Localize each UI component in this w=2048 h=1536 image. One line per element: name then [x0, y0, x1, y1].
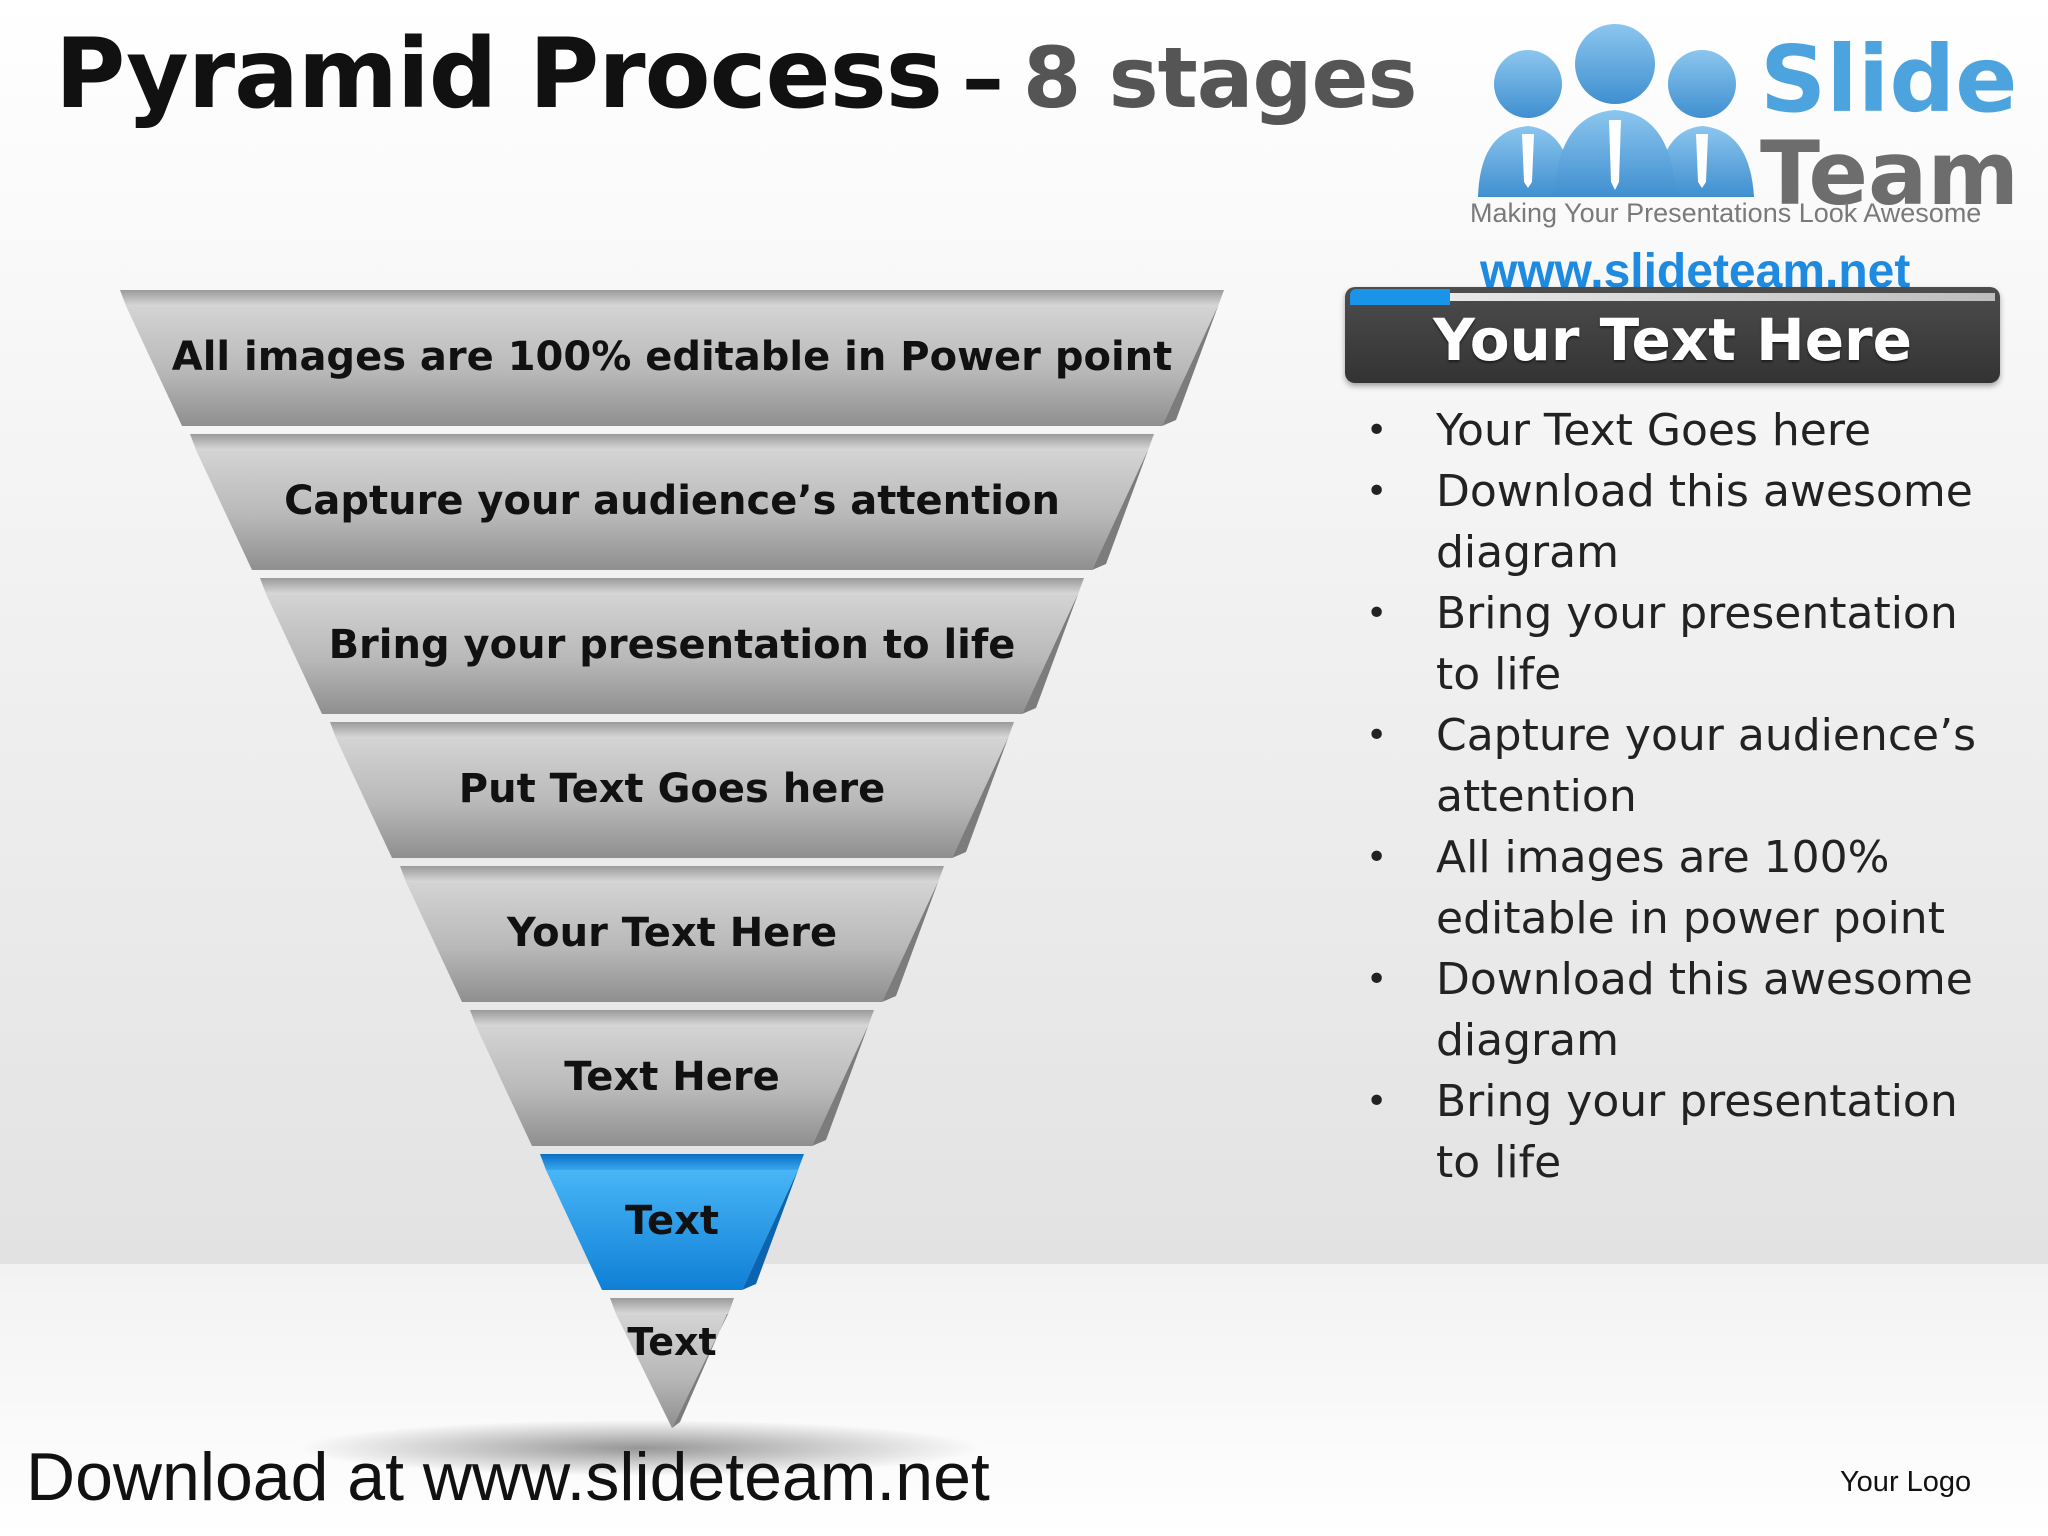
- stage-5: [400, 866, 944, 1002]
- bullet-item: • Bring your presentation to life: [1360, 1071, 2010, 1193]
- stage-top-face: [470, 1010, 874, 1026]
- bullet-item: • Bring your presentation to life: [1360, 583, 2010, 705]
- bullet-item: • Capture your audience’s attention: [1360, 705, 2010, 827]
- logo-name-slide: Slide: [1760, 26, 2018, 133]
- logo-name-team: Team: [1760, 122, 2020, 225]
- stage-4-label: Put Text Goes here: [458, 766, 886, 812]
- stage-front-face: [126, 306, 1218, 426]
- download-footer[interactable]: Download at www.slideteam.net: [26, 1439, 990, 1515]
- bullet-text: Download this awesome diagram: [1436, 466, 1973, 578]
- title-main: Pyramid Process: [55, 18, 943, 130]
- bullet-item: • All images are 100% editable in power p…: [1360, 827, 2010, 949]
- bullet-text: All images are 100% editable in power po…: [1436, 832, 1945, 944]
- bullet-dot-icon: •: [1366, 593, 1388, 634]
- stage-top-face: [120, 290, 1224, 306]
- pyramid-shadow: [300, 1420, 980, 1476]
- stage-3-label: Bring your presentation to life: [328, 622, 1016, 668]
- title-subtitle: 8 stages: [1022, 29, 1418, 127]
- stage-top-face: [610, 1298, 734, 1314]
- stage-7-label: Text: [624, 1198, 720, 1244]
- bullet-dot-icon: •: [1366, 837, 1388, 878]
- stage-5-label: Your Text Here: [506, 910, 838, 956]
- stage-3: [260, 578, 1084, 714]
- stage-top-face: [190, 434, 1154, 450]
- stage-2: [190, 434, 1154, 570]
- stage-top-face: [330, 722, 1014, 738]
- stage-8: [610, 1298, 734, 1428]
- bullet-text: Your Text Goes here: [1436, 405, 1872, 456]
- stage-2-label: Capture your audience’s attention: [284, 478, 1060, 524]
- stage-1-label: All images are 100% editable in Power po…: [171, 334, 1173, 380]
- bullet-dot-icon: •: [1366, 959, 1388, 1000]
- bullet-list: • Your Text Goes here • Download this aweso…: [1360, 400, 2010, 1193]
- bullet-dot-icon: •: [1366, 1081, 1388, 1122]
- bullet-dot-icon: •: [1366, 410, 1388, 451]
- logo-tagline: Making Your Presentations Look Awesome: [1470, 198, 1982, 228]
- bullet-text: Bring your presentation to life: [1436, 588, 1958, 700]
- panel-header-line: [1450, 293, 1995, 301]
- floor-background: [0, 1264, 2048, 1536]
- bullet-item: • Download this awesome diagram: [1360, 461, 2010, 583]
- bullet-dot-icon: •: [1366, 471, 1388, 512]
- stage-top-face: [260, 578, 1084, 594]
- bullet-item: • Your Text Goes here: [1360, 400, 2010, 461]
- bullet-text: Capture your audience’s attention: [1436, 710, 1976, 822]
- stage-front-face: [266, 594, 1078, 714]
- stage-front-face: [196, 450, 1148, 570]
- bullet-text: Bring your presentation to life: [1436, 1076, 1958, 1188]
- stage-front-face: [546, 1170, 798, 1290]
- stage-top-face: [540, 1154, 804, 1170]
- panel-header-bar: [1345, 287, 2000, 383]
- stage-6-label: Text Here: [564, 1054, 780, 1100]
- bullet-dot-icon: •: [1366, 715, 1388, 756]
- stage-front-face: [336, 738, 1008, 858]
- people-group-icon: [1478, 24, 1754, 197]
- stage-top-face: [400, 866, 944, 882]
- panel-header-accent: [1350, 289, 1450, 305]
- bullet-text: Download this awesome diagram: [1436, 954, 1973, 1066]
- stage-front-face: [476, 1026, 868, 1146]
- stage-1: [120, 290, 1224, 426]
- bullet-item: • Download this awesome diagram: [1360, 949, 2010, 1071]
- stage-7: [540, 1154, 804, 1290]
- stage-8-label: Text: [627, 1320, 717, 1364]
- title-dash: –: [961, 29, 1004, 127]
- stage-6: [470, 1010, 874, 1146]
- stage-4: [330, 722, 1014, 858]
- stage-shapes: [120, 290, 1224, 1428]
- your-logo-placeholder: Your Logo: [1840, 1466, 1972, 1498]
- stage-front-face: [616, 1314, 728, 1428]
- slide-title: Pyramid Process–8 stages: [55, 18, 1417, 130]
- stage-front-face: [406, 882, 938, 1002]
- panel-heading: Your Text Here: [1433, 306, 1912, 374]
